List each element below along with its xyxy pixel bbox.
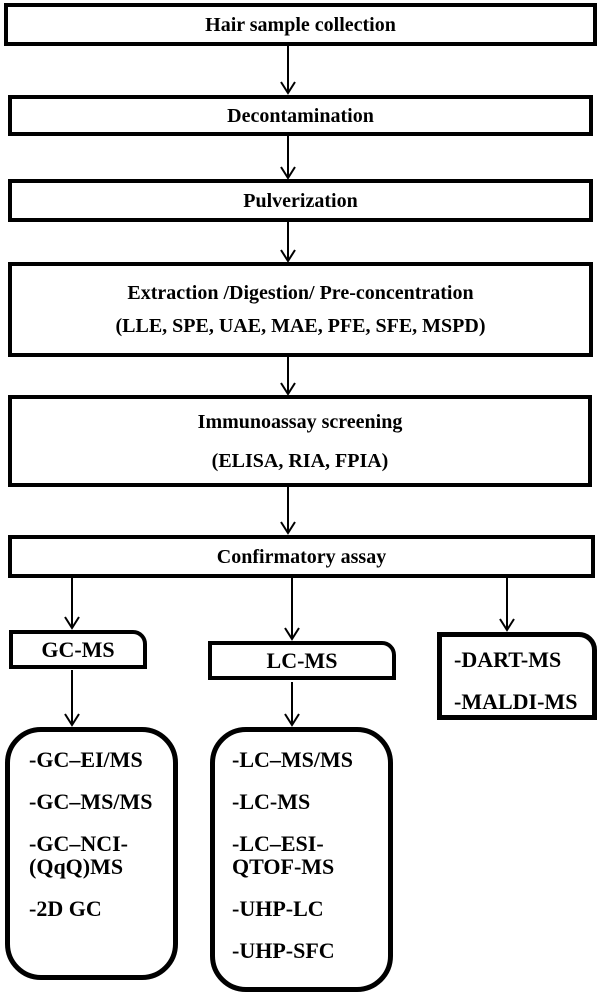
arrow-down-icon [284,578,300,641]
node-title: Immunoassay screening [197,410,403,433]
arrow-down-icon [280,136,296,180]
node-label: LC-MS [266,647,338,673]
list-item: -UHP-LC [232,896,324,921]
node-confirmatory-assay: Confirmatory assay [8,535,595,578]
list-item: -2D GC [29,896,102,921]
arrow-down-icon [280,221,296,263]
node-lc-methods-list: -LC–MS/MS -LC-MS -LC–ESI- QTOF-MS -UHP-L… [210,727,393,992]
node-title: Extraction /Digestion/ Pre-concentration [127,282,474,304]
arrow-down-icon [280,46,296,95]
node-label: Pulverization [243,189,358,212]
node-pulverization: Pulverization [8,179,593,222]
arrow-down-icon [280,357,296,396]
node-label: GC-MS [41,636,115,662]
node-immunoassay-screening: Immunoassay screening (ELISA, RIA, FPIA) [8,395,592,487]
node-decontamination: Decontamination [8,95,593,136]
list-item: -GC–MS/MS [29,789,153,814]
node-subtitle: (ELISA, RIA, FPIA) [211,449,389,472]
list-item: -MALDI-MS [454,689,578,714]
node-label: Hair sample collection [205,13,396,36]
node-subtitle: (LLE, SPE, UAE, MAE, PFE, SFE, MSPD) [115,315,486,337]
node-extraction-digestion: Extraction /Digestion/ Pre-concentration… [8,262,593,357]
node-ambient-ms-list: -DART-MS -MALDI-MS [437,632,597,720]
node-hair-sample-collection: Hair sample collection [4,3,597,46]
arrow-down-icon [64,578,80,630]
node-gc-ms: GC-MS [9,630,147,669]
node-label: Confirmatory assay [216,545,387,568]
list-item: -UHP-SFC [232,938,335,963]
arrow-down-icon [280,487,296,535]
list-item: -LC–ESI- QTOF-MS [232,831,335,879]
list-item: -LC–MS/MS [232,747,353,772]
list-item: -GC–NCI- (QqQ)MS [29,831,128,879]
list-item: -LC-MS [232,789,311,814]
node-label: Decontamination [227,104,374,127]
list-item: -DART-MS [454,647,562,672]
arrow-down-icon [499,578,515,632]
arrow-down-icon [64,670,80,727]
node-lc-ms: LC-MS [208,641,396,680]
node-gc-methods-list: -GC–EI/MS -GC–MS/MS -GC–NCI- (QqQ)MS -2D… [5,727,178,980]
arrow-down-icon [284,682,300,727]
list-item: -GC–EI/MS [29,747,143,772]
